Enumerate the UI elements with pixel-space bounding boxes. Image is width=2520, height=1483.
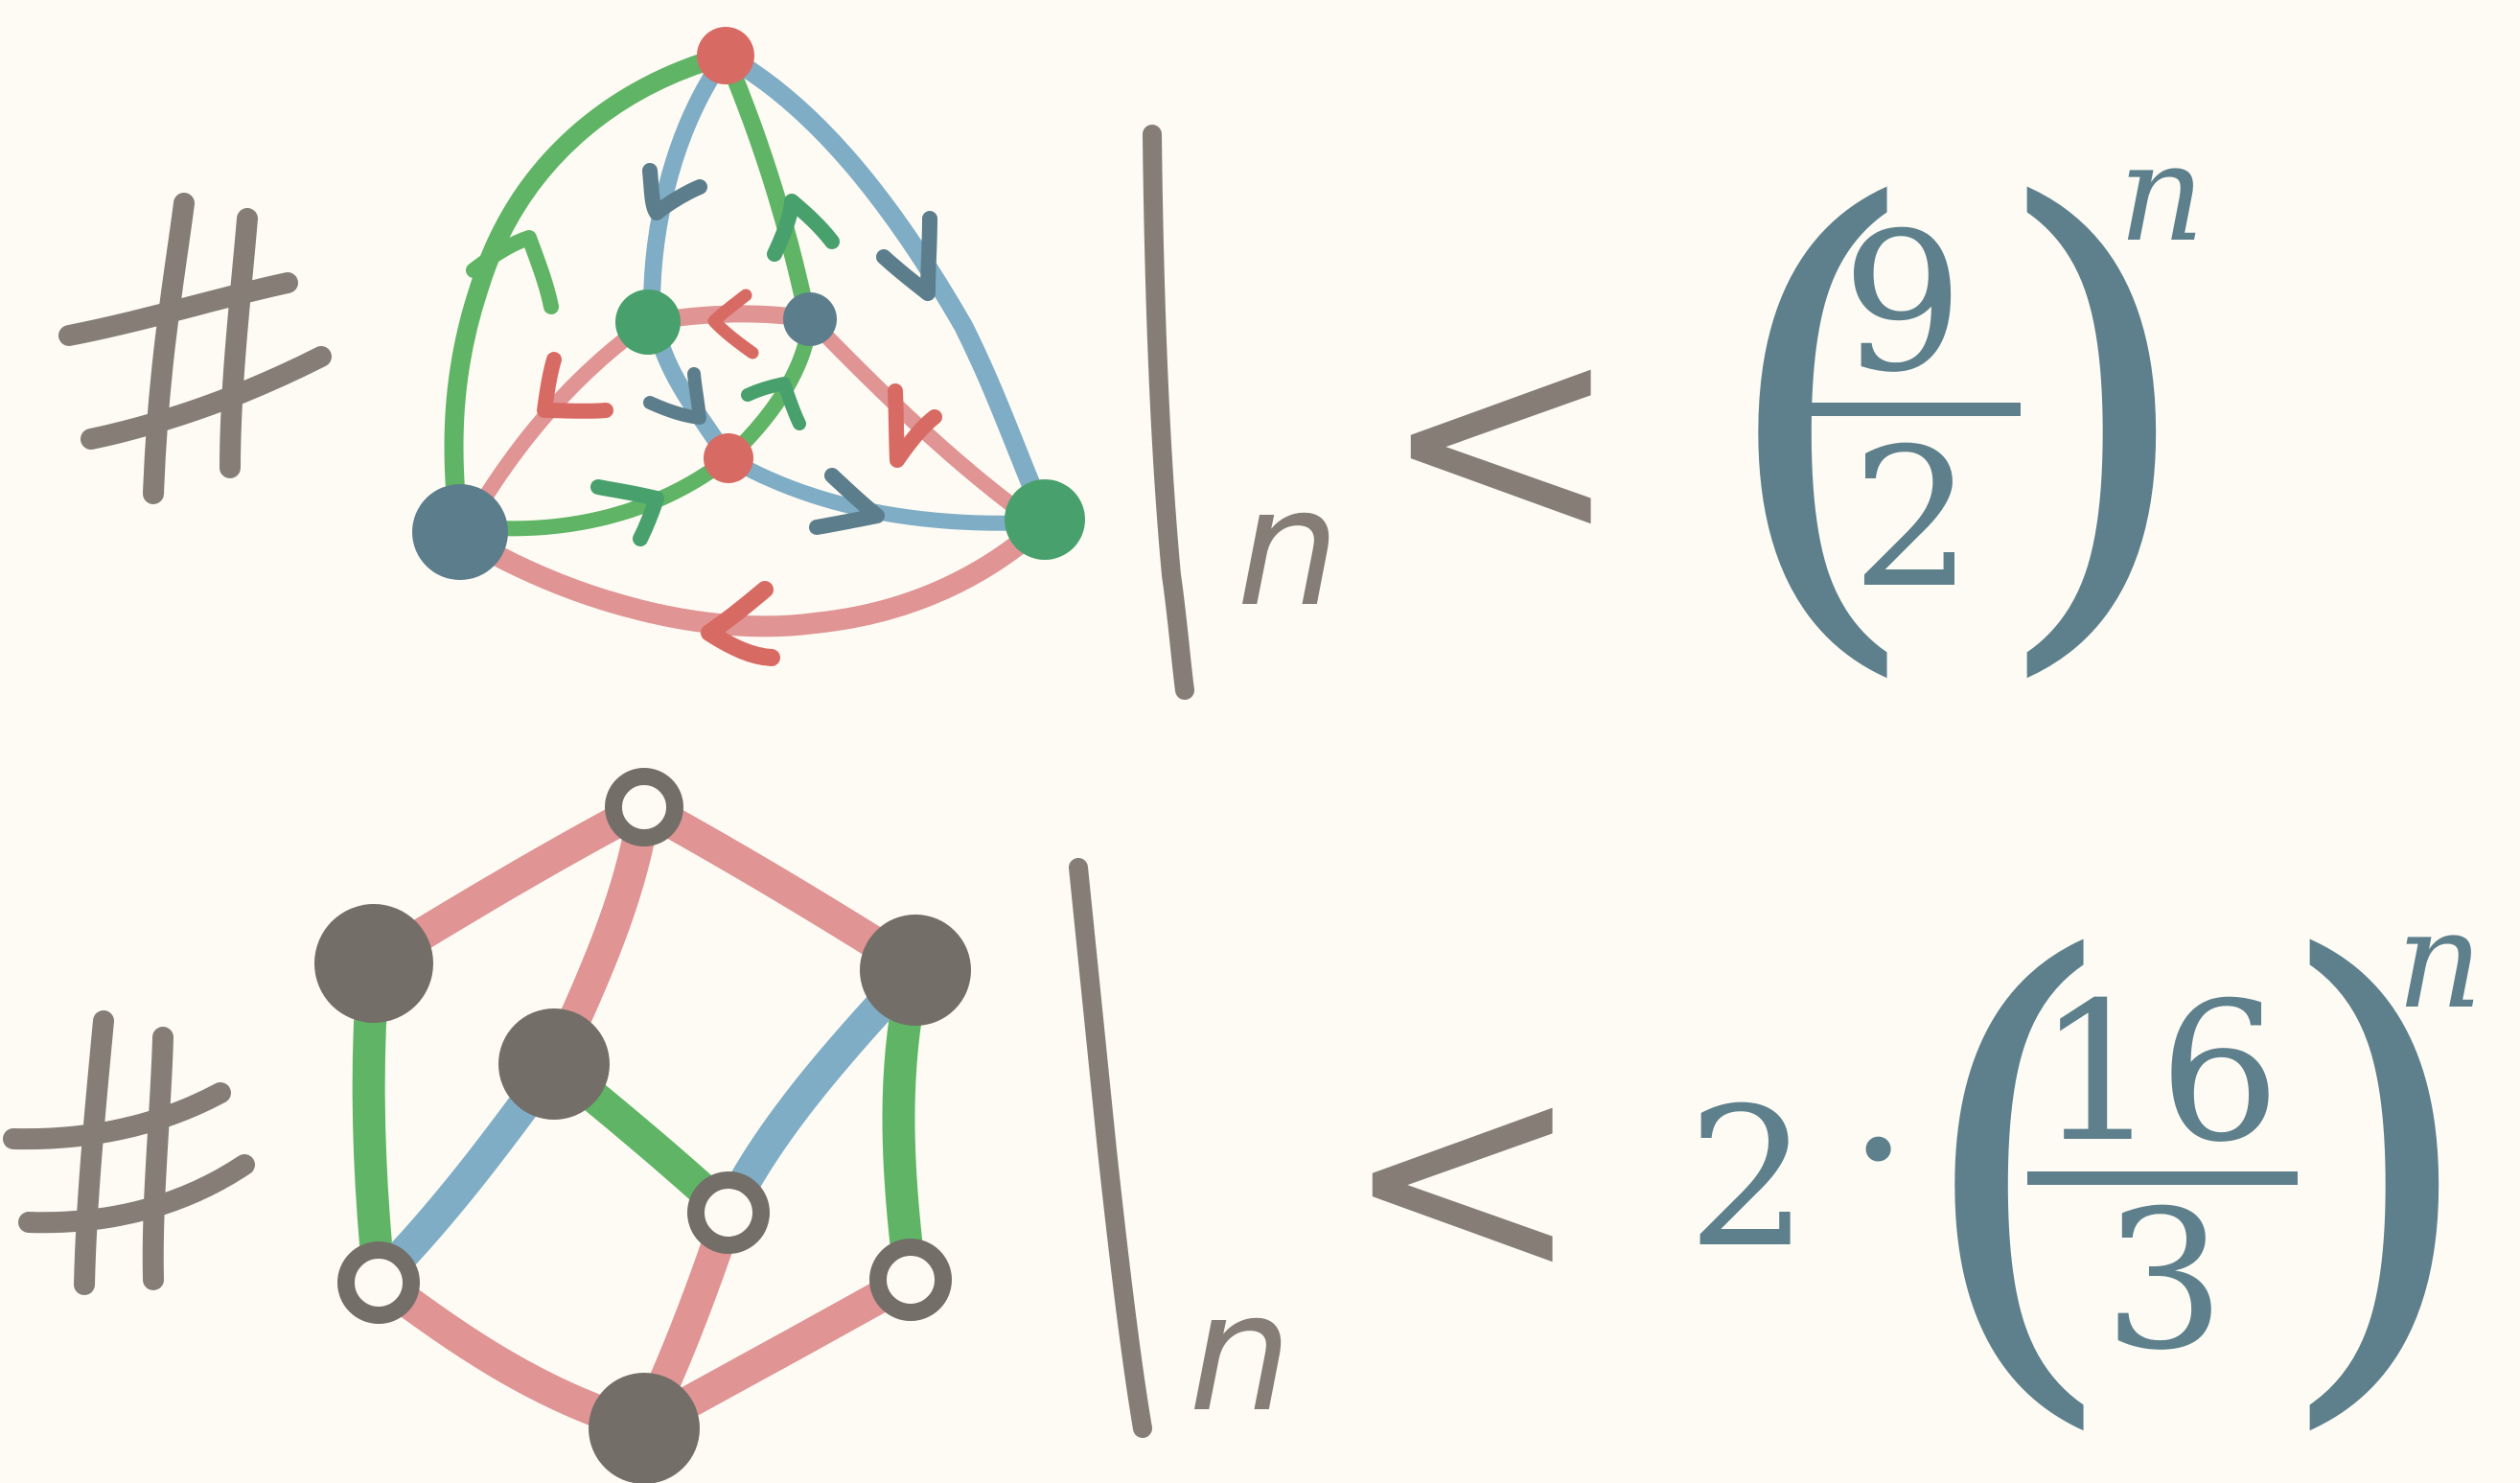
bottom-formula: n < 2 · ( ) 16 3 n	[13, 776, 2483, 1483]
node-filled-upper-left	[314, 904, 433, 1023]
bottom-coefficient: 2	[1687, 1067, 1809, 1290]
top-subscript-n: n	[1237, 453, 1340, 643]
top-fraction-numerator: 9	[1841, 192, 1963, 415]
top-formula: n < ( ) 9 2 n	[69, 27, 2205, 722]
arrow-red-right	[895, 391, 935, 460]
bottom-hash-symbol	[13, 1021, 244, 1285]
bottom-fraction-numerator: 16	[2037, 962, 2281, 1185]
node-inner-left-green	[615, 290, 681, 355]
node-inner-right-slate	[783, 292, 837, 346]
top-fraction-denominator: 2	[1851, 407, 1973, 631]
node-center-red	[704, 433, 753, 483]
bottom-relation: <	[1342, 1008, 1583, 1343]
node-filled-upper-right	[860, 915, 971, 1026]
node-top-red	[697, 27, 754, 84]
edge-blue-outer	[726, 56, 1045, 518]
node-hollow-bottom-left	[346, 1250, 411, 1315]
edge-blue-inner	[652, 56, 728, 460]
bottom-subscript-n: n	[1189, 1259, 1292, 1448]
top-restriction-bar	[1152, 134, 1185, 690]
arrow-red-top-inner	[714, 295, 752, 353]
top-hash-symbol	[69, 203, 321, 494]
bottom-fraction-denominator: 3	[2103, 1170, 2225, 1393]
top-relation: <	[1380, 270, 1621, 605]
node-bottom-right-green	[1005, 479, 1085, 560]
bottom-graph	[369, 807, 915, 1426]
node-bottom-left-slate	[412, 484, 508, 580]
top-exponent: n	[2118, 116, 2205, 272]
bottom-dot: ·	[1848, 1038, 1909, 1262]
node-filled-bottom	[589, 1373, 700, 1483]
top-graph	[453, 56, 1045, 626]
bottom-exponent: n	[2396, 883, 2483, 1039]
node-filled-center	[498, 1008, 610, 1120]
node-hollow-top	[613, 776, 675, 838]
bottom-restriction-bar	[1078, 868, 1143, 1428]
node-hollow-bottom-right	[878, 1247, 943, 1312]
node-hollow-center-right	[696, 1180, 761, 1245]
